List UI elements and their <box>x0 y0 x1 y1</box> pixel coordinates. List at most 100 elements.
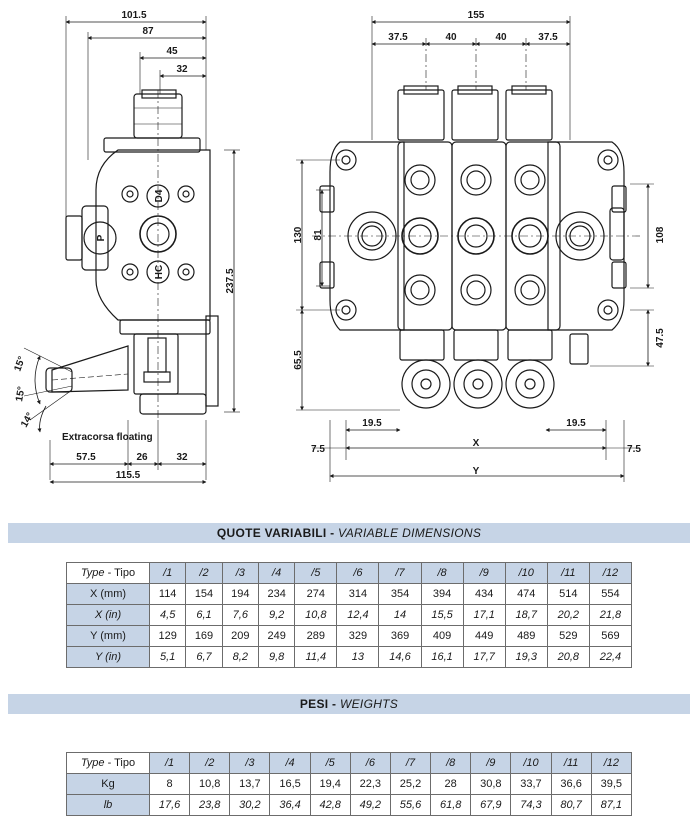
angle-14: 14° <box>19 411 36 430</box>
port-d4-label: D4 <box>154 189 165 202</box>
table-cell: 449 <box>462 625 506 647</box>
row-label: Y (in) <box>66 646 150 668</box>
table-cell: 28 <box>430 773 472 795</box>
table-cell: 354 <box>378 583 422 605</box>
row-label: X (in) <box>66 604 150 626</box>
table-cell: 13 <box>336 646 380 668</box>
dim-45: 45 <box>166 46 178 57</box>
table-cell: 249 <box>257 625 296 647</box>
table-cell: 10,8 <box>189 773 231 795</box>
table-cell: 19,4 <box>309 773 351 795</box>
port-hc-label: HC <box>154 265 165 279</box>
row-label: Kg <box>66 773 150 795</box>
table-cell: 329 <box>336 625 380 647</box>
table-header-row: Type - Tipo /1/2/3/4/5/6/7/8/9/10/11/12 <box>66 562 633 584</box>
table-cell: 67,9 <box>470 794 512 816</box>
table-cell: 194 <box>221 583 259 605</box>
table-cell: 489 <box>504 625 548 647</box>
column-header: /1 <box>148 562 187 584</box>
dim-81: 81 <box>313 229 324 241</box>
column-header: /1 <box>148 752 191 774</box>
table-cell: 314 <box>336 583 380 605</box>
dim-7-5-right: 7.5 <box>627 444 641 455</box>
weights-title-italic: WEIGHTS <box>340 697 399 711</box>
dim-32-top: 32 <box>176 64 188 75</box>
type-header-tipo: - Tipo <box>104 567 136 579</box>
table-cell: 114 <box>148 583 187 605</box>
side-view <box>23 16 240 484</box>
table-cell: 6,1 <box>185 604 223 626</box>
table-cell: 15,5 <box>420 604 464 626</box>
table-cell: 5,1 <box>148 646 187 668</box>
table-cell: 42,8 <box>309 794 351 816</box>
dim-x-label: X <box>473 438 480 449</box>
dim-19-5-left: 19.5 <box>362 418 382 429</box>
column-header: /8 <box>430 752 472 774</box>
dim-7-5-left: 7.5 <box>311 444 325 455</box>
column-header: /2 <box>189 752 231 774</box>
table-cell: 17,1 <box>462 604 506 626</box>
dim-40-a: 40 <box>445 32 457 43</box>
technical-drawing: 101.5 87 45 32 P D4 HC 237.5 15° 15° 14°… <box>12 10 666 484</box>
table-cell: 25,2 <box>389 773 432 795</box>
column-header: /5 <box>309 752 351 774</box>
dim-26: 26 <box>136 452 148 463</box>
table-cell: 30,2 <box>229 794 271 816</box>
table-cell: 74,3 <box>510 794 552 816</box>
row-label: Y (mm) <box>66 625 150 647</box>
table-cell: 409 <box>420 625 464 647</box>
table-cell: 61,8 <box>430 794 472 816</box>
column-header: /6 <box>349 752 391 774</box>
dim-40-b: 40 <box>495 32 507 43</box>
port-p-label: P <box>96 234 107 241</box>
table-cell: 209 <box>221 625 259 647</box>
table-cell: 14,6 <box>378 646 422 668</box>
table-cell: 234 <box>257 583 296 605</box>
table-cell: 9,8 <box>257 646 296 668</box>
weights-title: PESI - WEIGHTS <box>8 694 690 714</box>
table-cell: 274 <box>294 583 338 605</box>
table-cell: 129 <box>148 625 187 647</box>
column-header: /2 <box>185 562 223 584</box>
table-cell: 19,3 <box>504 646 548 668</box>
column-header: /8 <box>420 562 464 584</box>
variable-dimensions-title: QUOTE VARIABILI - VARIABLE DIMENSIONS <box>8 523 690 543</box>
front-view-labels: 155 37.5 40 40 37.5 130 81 108 47.5 65.5… <box>293 10 666 477</box>
variable-dimensions-title-main: QUOTE VARIABILI - <box>216 526 339 540</box>
column-header: /6 <box>336 562 380 584</box>
table-cell: 14 <box>378 604 422 626</box>
dim-37-5-left: 37.5 <box>388 32 408 43</box>
table-cell: 8 <box>148 773 191 795</box>
angle-15-a: 15° <box>12 355 28 373</box>
table-cell: 22,3 <box>349 773 391 795</box>
column-header: /4 <box>269 752 311 774</box>
type-header-cell: Type - Tipo <box>66 562 150 584</box>
table-cell: 9,2 <box>257 604 296 626</box>
dim-37-5-right: 37.5 <box>538 32 558 43</box>
dim-101-5: 101.5 <box>121 10 146 21</box>
table-cell: 21,8 <box>588 604 633 626</box>
table-cell: 474 <box>504 583 548 605</box>
table-cell: 529 <box>546 625 590 647</box>
table-header-row: Type - Tipo /1/2/3/4/5/6/7/8/9/10/11/12 <box>66 752 633 774</box>
column-header: /7 <box>378 562 422 584</box>
table-cell: 154 <box>185 583 223 605</box>
column-header: /4 <box>257 562 296 584</box>
table-cell: 13,7 <box>229 773 271 795</box>
table-cell: 569 <box>588 625 633 647</box>
dim-155: 155 <box>468 10 485 21</box>
column-header: /10 <box>504 562 548 584</box>
row-label: X (mm) <box>66 583 150 605</box>
table-cell: 17,7 <box>462 646 506 668</box>
table-cell: 16,5 <box>269 773 311 795</box>
table-cell: 17,6 <box>148 794 191 816</box>
table-cell: 80,7 <box>550 794 592 816</box>
dim-y-label: Y <box>473 466 480 477</box>
table-cell: 369 <box>378 625 422 647</box>
column-header: /3 <box>221 562 259 584</box>
